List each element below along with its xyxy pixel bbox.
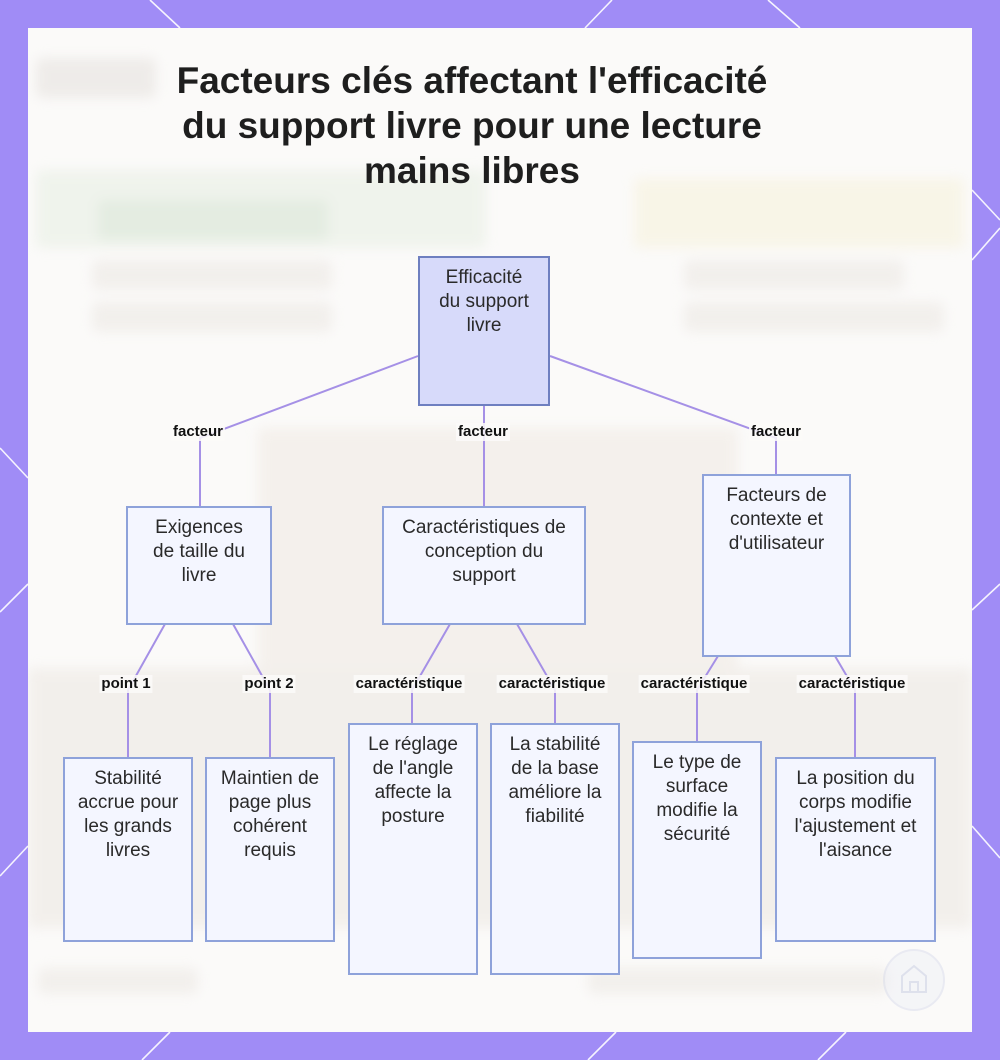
edge-context-surface — [696, 655, 719, 742]
node-label: Le type de surface modifie la sécurité — [652, 752, 742, 845]
node-root: Efficacité du support livre — [418, 256, 550, 406]
node-label: Le réglage de l'angle affecte la posture — [368, 734, 458, 827]
edge-label: point 1 — [99, 675, 153, 693]
background-text-shape — [684, 260, 904, 290]
edge-root-size — [199, 355, 419, 508]
edge-root-context — [549, 355, 777, 474]
node-label: Caractéristiques de conception du suppor… — [402, 517, 566, 586]
node-label: Maintien de page plus cohérent requis — [220, 768, 320, 861]
edge-label: facteur — [170, 423, 226, 441]
node-label: Facteurs de contexte et d'utilisateur — [726, 485, 827, 554]
edge-label: point 2 — [242, 675, 296, 693]
node-label: Efficacité du support livre — [439, 267, 529, 336]
edge-design-angle — [411, 623, 451, 724]
node-body-position: La position du corps modifie l'ajustemen… — [775, 757, 936, 942]
background-text-shape — [38, 968, 198, 994]
node-size: Exigences de taille du livre — [126, 506, 272, 625]
background-text-shape — [588, 968, 888, 994]
edge-label: caractéristique — [496, 675, 608, 693]
edge-design-base — [516, 623, 556, 724]
edge-context-bodypos — [834, 655, 856, 758]
background-text-shape — [36, 58, 156, 98]
background-block — [634, 178, 964, 248]
node-angle: Le réglage de l'angle affecte la posture — [348, 723, 478, 975]
diagram-title: Facteurs clés affectant l'efficacité du … — [176, 60, 768, 191]
node-base: La stabilité de la base améliore la fiab… — [490, 723, 620, 975]
node-surface: Le type de surface modifie la sécurité — [632, 741, 762, 959]
background-text-shape — [684, 302, 944, 332]
background-text-shape — [92, 260, 332, 290]
edge-label: caractéristique — [353, 675, 465, 693]
node-design: Caractéristiques de conception du suppor… — [382, 506, 586, 625]
node-page-hold: Maintien de page plus cohérent requis — [205, 757, 335, 942]
node-context: Facteurs de contexte et d'utilisateur — [702, 474, 851, 657]
node-label: La position du corps modifie l'ajustemen… — [794, 768, 917, 861]
edge-label: facteur — [455, 423, 511, 441]
watermark-logo-icon — [883, 949, 945, 1011]
node-label: Exigences de taille du livre — [153, 517, 245, 586]
edge-label: caractéristique — [638, 675, 750, 693]
background-text-shape — [92, 302, 332, 332]
node-label: La stabilité de la base améliore la fiab… — [508, 734, 602, 827]
edge-label: caractéristique — [796, 675, 908, 693]
background-block — [98, 200, 328, 240]
edge-label: facteur — [748, 423, 804, 441]
node-label: Stabilité accrue pour les grands livres — [77, 768, 179, 861]
node-stability: Stabilité accrue pour les grands livres — [63, 757, 193, 942]
